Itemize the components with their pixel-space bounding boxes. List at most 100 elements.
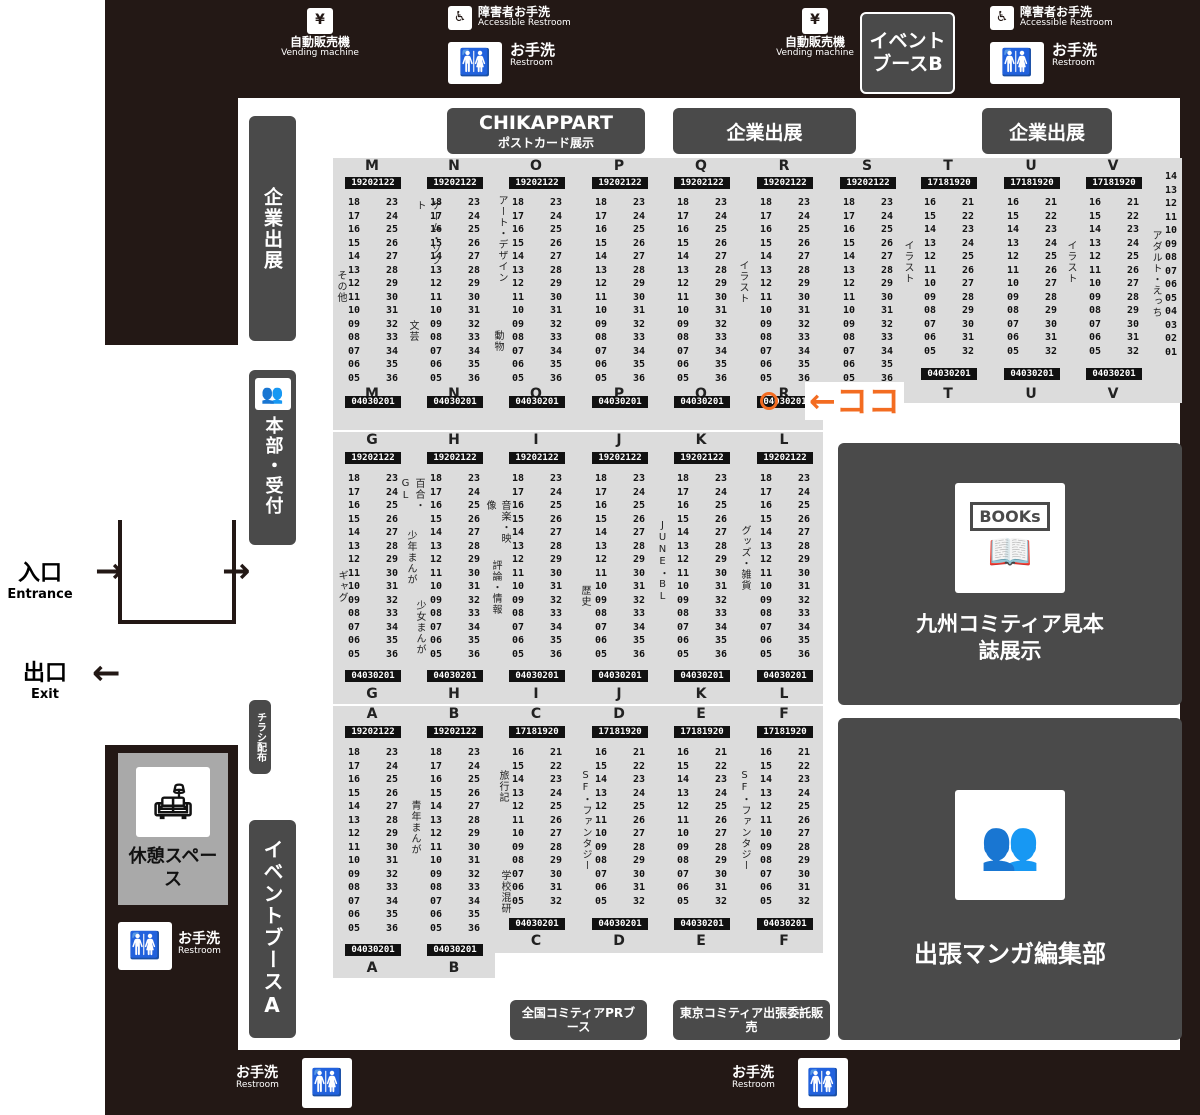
space-number: 12 bbox=[511, 278, 525, 289]
space-number: 30 bbox=[467, 567, 481, 579]
space-number: 05 bbox=[347, 372, 361, 384]
chikappart-sub: ポストカード展示 bbox=[497, 135, 594, 150]
space-pair-top: 19202122 bbox=[509, 177, 565, 189]
block-label-top-bottom: R bbox=[778, 386, 790, 402]
block-label-bot: B bbox=[448, 706, 460, 722]
space-number: 06 bbox=[923, 332, 937, 343]
space-number: 33 bbox=[549, 608, 563, 619]
space-pair-top: 19202122 bbox=[757, 452, 813, 464]
space-number: 17 bbox=[594, 210, 608, 222]
wheelchair-icon: ♿ bbox=[448, 6, 472, 30]
space-pair-top: 17181920 bbox=[1004, 177, 1060, 189]
space-number: 08 bbox=[676, 608, 690, 619]
space-number: 29 bbox=[549, 855, 563, 866]
space-number: 26 bbox=[797, 237, 811, 249]
space-number: 29 bbox=[880, 278, 894, 289]
space-number: 11 bbox=[347, 567, 361, 579]
genre-shojo: 少女まんが bbox=[414, 600, 425, 655]
space-number: 10 bbox=[676, 305, 690, 316]
space-number: 21 bbox=[797, 747, 811, 758]
vending-top-right: ¥ 自動販売機 Vending machine bbox=[775, 8, 855, 59]
space-number: 05 bbox=[759, 648, 773, 660]
space-number: 14 bbox=[511, 251, 525, 262]
space-number: 10 bbox=[1164, 225, 1178, 236]
space-number: 14 bbox=[759, 774, 773, 785]
space-number: 12 bbox=[429, 278, 443, 289]
space-number: 09 bbox=[511, 841, 525, 853]
space-number: 27 bbox=[549, 527, 563, 538]
space-number: 13 bbox=[759, 540, 773, 552]
genre-illust: イラスト bbox=[902, 240, 913, 284]
space-number: 22 bbox=[1044, 210, 1058, 222]
space-number: 10 bbox=[759, 581, 773, 592]
space-number: 26 bbox=[632, 237, 646, 249]
space-number: 09 bbox=[923, 291, 937, 303]
space-number: 32 bbox=[1044, 345, 1058, 357]
space-number: 35 bbox=[632, 359, 646, 370]
space-number: 32 bbox=[797, 318, 811, 330]
space-number: 36 bbox=[714, 372, 728, 384]
event-booth-a: イベントブースA bbox=[249, 820, 296, 1038]
space-number: 14 bbox=[511, 527, 525, 538]
space-number: 10 bbox=[429, 581, 443, 592]
space-number: 07 bbox=[842, 345, 856, 357]
space-number: 09 bbox=[347, 594, 361, 606]
restroom-bottom-right: お手洗 Restroom 🚻 bbox=[732, 1058, 852, 1108]
space-number: 23 bbox=[797, 473, 811, 484]
door-line-2 bbox=[232, 520, 236, 620]
space-number: 26 bbox=[1126, 264, 1140, 276]
genre-yuri: 百合・GL bbox=[400, 478, 424, 511]
space-number: 25 bbox=[632, 801, 646, 812]
space-number: 21 bbox=[714, 747, 728, 758]
space-number: 29 bbox=[632, 554, 646, 565]
space-number: 07 bbox=[676, 345, 690, 357]
space-number: 21 bbox=[1126, 197, 1140, 208]
space-number: 27 bbox=[714, 251, 728, 262]
space-number: 25 bbox=[467, 500, 481, 511]
space-number: 25 bbox=[797, 500, 811, 511]
space-pair-bottom: 04030201 bbox=[674, 396, 730, 408]
space-number: 35 bbox=[880, 359, 894, 370]
space-number: 15 bbox=[429, 237, 443, 249]
space-number: 15 bbox=[759, 237, 773, 249]
space-number: 11 bbox=[594, 814, 608, 826]
space-number: 05 bbox=[676, 372, 690, 384]
space-number: 09 bbox=[594, 841, 608, 853]
genre-art: アート・デザイン bbox=[496, 195, 507, 283]
space-number: 12 bbox=[511, 801, 525, 812]
space-number: 34 bbox=[880, 345, 894, 357]
space-number: 07 bbox=[511, 868, 525, 880]
space-number: 25 bbox=[1044, 251, 1058, 262]
space-number: 17 bbox=[842, 210, 856, 222]
space-number: 25 bbox=[961, 251, 975, 262]
space-number: 29 bbox=[549, 554, 563, 565]
space-number: 11 bbox=[759, 567, 773, 579]
entrance-arrow-icon-2: → bbox=[222, 551, 251, 591]
space-number: 23 bbox=[961, 224, 975, 235]
space-number: 33 bbox=[632, 608, 646, 619]
restroom-icon-5: 🚻 bbox=[798, 1058, 848, 1108]
space-number: 36 bbox=[880, 372, 894, 384]
space-number: 05 bbox=[347, 922, 361, 934]
block-label-bot-bottom: A bbox=[366, 960, 378, 976]
space-number: 27 bbox=[1044, 278, 1058, 289]
space-number: 31 bbox=[385, 581, 399, 592]
space-number: 27 bbox=[467, 527, 481, 538]
space-number: 26 bbox=[714, 814, 728, 826]
space-number: 08 bbox=[429, 608, 443, 619]
space-number: 30 bbox=[549, 291, 563, 303]
space-number: 14 bbox=[347, 527, 361, 538]
space-number: 33 bbox=[797, 332, 811, 343]
space-number: 29 bbox=[797, 278, 811, 289]
space-number: 26 bbox=[549, 513, 563, 525]
koko-circle-icon bbox=[760, 392, 778, 410]
space-pair-top: 19202122 bbox=[674, 452, 730, 464]
accessible-label-2: 障害者お手洗 bbox=[1020, 5, 1093, 19]
space-number: 28 bbox=[961, 291, 975, 303]
space-number: 10 bbox=[1088, 278, 1102, 289]
